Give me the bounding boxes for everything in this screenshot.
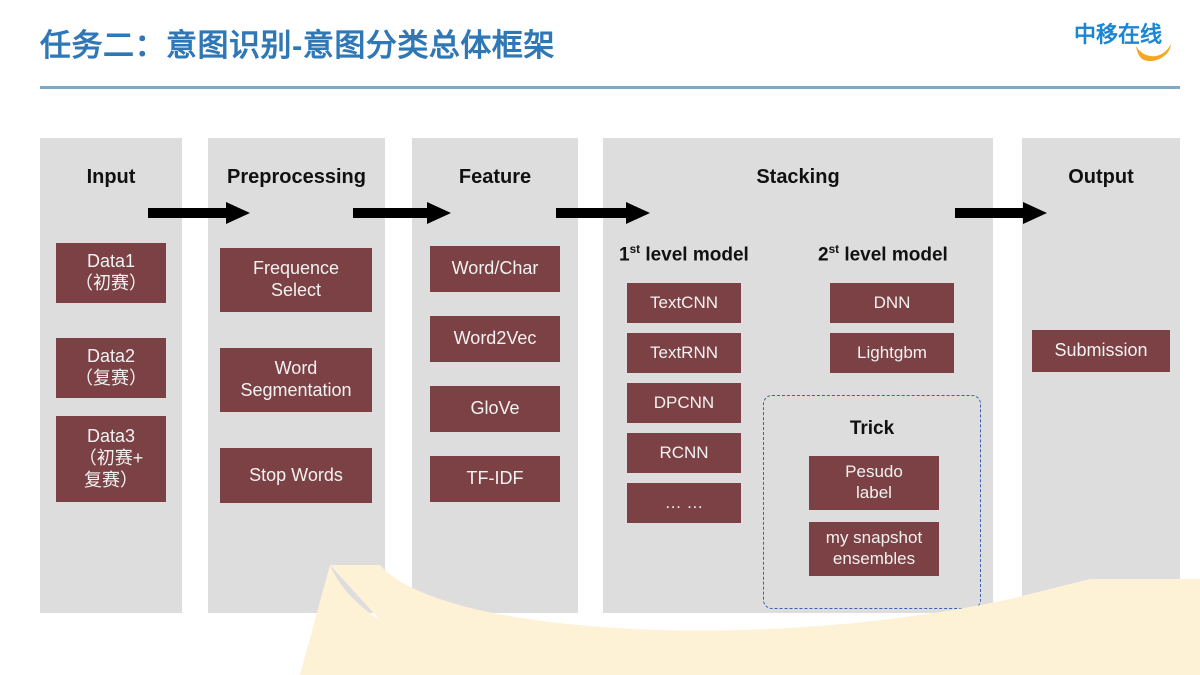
- column-title-input: Input: [86, 166, 136, 188]
- level-2-caption: 2st level model: [818, 243, 948, 266]
- box-glove[interactable]: GloVe: [430, 386, 560, 432]
- level-2-text: level model: [839, 244, 948, 266]
- box-submission[interactable]: Submission: [1032, 330, 1170, 372]
- box-textrnn[interactable]: TextRNN: [627, 333, 741, 373]
- box-word-segmentation-label: Word Segmentation: [240, 358, 352, 400]
- level-1-text: level model: [640, 244, 749, 266]
- page-title: 任务二：意图识别-意图分类总体框架: [40, 28, 555, 63]
- level-1-suffix: st: [629, 243, 641, 256]
- box-pesudo-label-text: Pesudo label: [845, 462, 903, 502]
- column-output: Output Submission: [1022, 138, 1180, 613]
- box-textcnn[interactable]: TextCNN: [627, 283, 741, 323]
- box-data2[interactable]: Data2 （复赛）: [56, 338, 166, 398]
- box-more[interactable]: … …: [627, 483, 741, 523]
- box-data3[interactable]: Data3 （初赛+ 复赛）: [56, 416, 166, 502]
- arrow-input-to-preprocessing: [148, 202, 250, 224]
- box-pesudo-label[interactable]: Pesudo label: [809, 456, 939, 510]
- logo-swoosh-icon: [1136, 44, 1171, 62]
- trick-title: Trick: [849, 418, 895, 439]
- box-data1[interactable]: Data1 （初赛）: [56, 243, 166, 303]
- brand-logo-text: 中移在线: [1073, 22, 1162, 47]
- box-word-segmentation[interactable]: Word Segmentation: [220, 348, 372, 412]
- brand-logo: 中移在线: [1058, 22, 1178, 66]
- box-data1-label: Data1 （初赛）: [75, 251, 147, 293]
- arrow-stacking-to-output: [955, 202, 1047, 224]
- box-lightgbm[interactable]: Lightgbm: [830, 333, 954, 373]
- box-rcnn[interactable]: RCNN: [627, 433, 741, 473]
- box-data2-label: Data2 （复赛）: [75, 346, 147, 388]
- box-word-char[interactable]: Word/Char: [430, 246, 560, 292]
- box-word2vec[interactable]: Word2Vec: [430, 316, 560, 362]
- level-1-number: 1: [619, 244, 630, 266]
- column-title-preprocessing: Preprocessing: [227, 166, 366, 188]
- arrow-preprocessing-to-feature: [353, 202, 451, 224]
- box-data3-label: Data3 （初赛+ 复赛）: [78, 426, 144, 490]
- level-2-suffix: st: [828, 243, 840, 256]
- box-tf-idf[interactable]: TF-IDF: [430, 456, 560, 502]
- arrow-feature-to-stacking: [556, 202, 650, 224]
- box-dnn[interactable]: DNN: [830, 283, 954, 323]
- column-title-stacking: Stacking: [756, 166, 840, 188]
- box-frequence-select[interactable]: Frequence Select: [220, 248, 372, 312]
- column-stacking: Stacking 1st level model TextCNN TextRNN…: [603, 138, 993, 613]
- box-snapshot-ensembles-text: my snapshot ensembles: [825, 528, 923, 568]
- trick-panel: Trick Pesudo label my snapshot ensembles: [763, 395, 981, 609]
- title-divider: [40, 86, 1180, 89]
- column-title-feature: Feature: [458, 166, 532, 188]
- column-title-output: Output: [1068, 166, 1134, 188]
- box-snapshot-ensembles[interactable]: my snapshot ensembles: [809, 522, 939, 576]
- box-frequence-select-label: Frequence Select: [252, 258, 340, 300]
- level-1-caption: 1st level model: [619, 243, 749, 266]
- box-stop-words[interactable]: Stop Words: [220, 448, 372, 503]
- level-2-number: 2: [818, 244, 829, 266]
- box-dpcnn[interactable]: DPCNN: [627, 383, 741, 423]
